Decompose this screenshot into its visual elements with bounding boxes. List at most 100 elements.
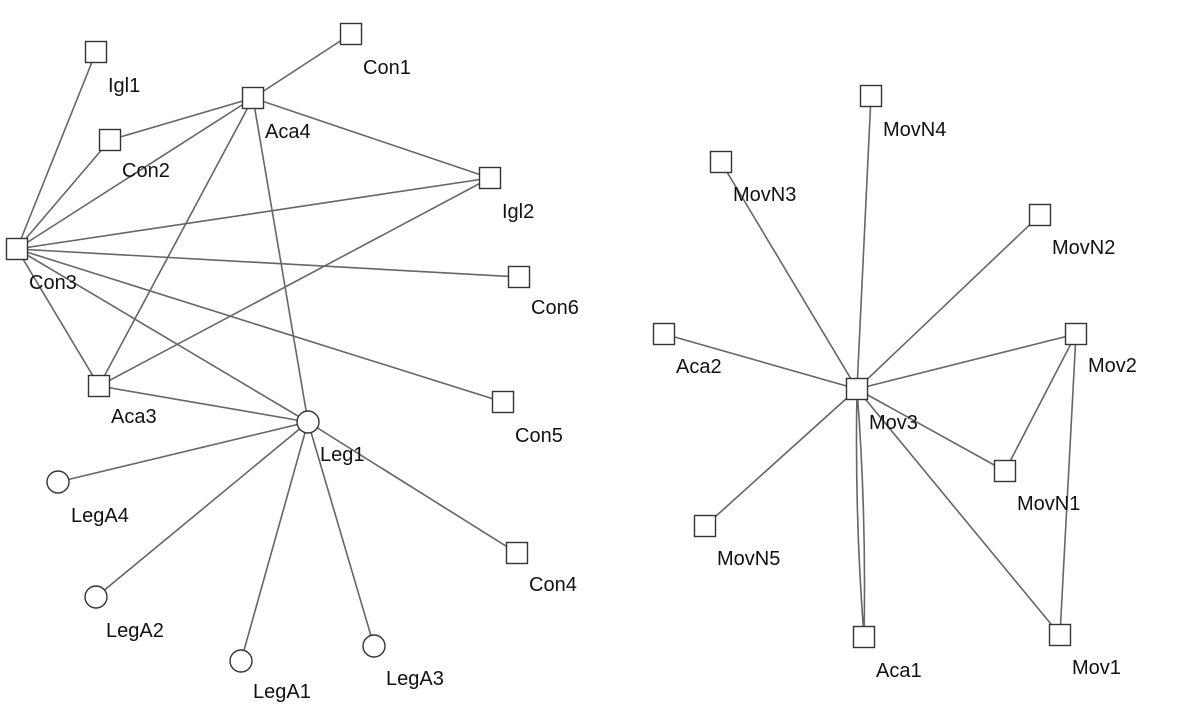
node-movn4[interactable]: MovN4	[859, 84, 947, 142]
node-movn4-square	[859, 84, 883, 108]
node-aca3-label: Aca3	[111, 406, 157, 428]
edge-mov3-aca1	[856, 388, 866, 638]
node-con2-square	[98, 128, 122, 152]
edge-aca4-aca3	[98, 97, 254, 387]
edge-con3-con6	[16, 248, 520, 278]
node-con6-label: Con6	[531, 297, 579, 319]
node-aca1-square	[852, 625, 876, 649]
node-aca3-square	[87, 374, 111, 398]
node-aca2[interactable]: Aca2	[652, 322, 722, 379]
node-aca1-label: Aca1	[876, 660, 922, 682]
node-leg1[interactable]: Leg1	[296, 410, 365, 466]
node-aca2-square	[652, 322, 676, 346]
node-con3[interactable]: Con3	[5, 237, 77, 295]
node-igl1[interactable]: Igl1	[84, 40, 141, 98]
node-con1-square	[339, 22, 363, 46]
node-mov2[interactable]: Mov2	[1064, 322, 1137, 378]
edge-mov2-movn1	[1004, 333, 1077, 472]
edge-con3-con5	[16, 248, 504, 403]
edge-aca4-con3	[16, 97, 254, 250]
node-con3-label: Con3	[29, 272, 77, 294]
edge-mov3-mov1	[856, 388, 1061, 636]
node-igl1-square	[84, 40, 108, 64]
node-leg1-label: Leg1	[320, 444, 365, 466]
edge-igl2-aca3	[98, 177, 491, 387]
edge-igl2-con3	[16, 177, 491, 250]
node-movn5-label: MovN5	[717, 548, 780, 570]
node-mov3[interactable]: Mov3	[845, 377, 918, 435]
node-aca4[interactable]: Aca4	[241, 86, 311, 144]
node-movn1[interactable]: MovN1	[993, 459, 1081, 516]
node-mov1[interactable]: Mov1	[1048, 623, 1121, 680]
edge-aca4-con2	[109, 97, 254, 141]
edge-con2-con3	[16, 139, 111, 250]
node-mov3-label: Mov3	[869, 412, 918, 434]
node-igl2[interactable]: Igl2	[478, 166, 535, 224]
node-movn2-label: MovN2	[1052, 237, 1115, 259]
edge-mov3-aca2	[663, 333, 858, 390]
node-con3-square	[5, 237, 29, 261]
node-lega2-label: LegA2	[106, 620, 164, 642]
node-lega3[interactable]: LegA3	[362, 634, 444, 690]
edge-con3-aca3	[16, 248, 100, 387]
node-con5-label: Con5	[515, 425, 563, 447]
node-aca4-square	[241, 86, 265, 110]
node-layer: Igl1 Con1Aca4Con2Igl2Con3Con6Aca3Con5Leg1…	[5, 22, 1137, 703]
edge-mov3-aca1	[855, 388, 865, 638]
node-lega1[interactable]: LegA1	[229, 649, 311, 703]
edge-aca4-igl2	[252, 97, 491, 179]
node-movn5[interactable]: MovN5	[693, 514, 781, 571]
node-movn3-label: MovN3	[733, 184, 796, 206]
node-leg1-circle	[296, 410, 320, 434]
node-con4[interactable]: Con4	[505, 541, 577, 597]
node-lega3-label: LegA3	[386, 668, 444, 690]
edge-leg1-lega4	[57, 421, 309, 483]
node-mov1-label: Mov1	[1072, 657, 1121, 679]
node-con6-square	[507, 265, 531, 289]
edge-mov2-mov1	[1059, 333, 1077, 636]
node-con5[interactable]: Con5	[491, 390, 563, 448]
edge-layer	[16, 33, 1077, 662]
edge-leg1-con4	[307, 421, 518, 554]
node-igl2-label: Igl2	[502, 201, 534, 223]
edge-aca3-leg1	[98, 385, 309, 423]
node-movn3-square	[709, 150, 733, 174]
node-lega4-label: LegA4	[71, 505, 129, 527]
node-con1[interactable]: Con1	[339, 22, 411, 80]
node-con4-square	[505, 541, 529, 565]
node-con6[interactable]: Con6	[507, 265, 579, 320]
edge-leg1-lega2	[95, 421, 309, 598]
node-movn4-label: MovN4	[883, 119, 946, 141]
edge-mov3-movn3	[720, 161, 858, 390]
node-con2[interactable]: Con2	[98, 128, 170, 183]
node-lega4[interactable]: LegA4	[46, 470, 129, 527]
edge-mov3-movn1	[856, 388, 1006, 472]
node-movn2-square	[1028, 203, 1052, 227]
node-aca4-label: Aca4	[265, 121, 311, 143]
edge-leg1-lega1	[240, 421, 309, 662]
edge-mov3-movn5	[704, 388, 858, 527]
edge-mov3-mov2	[856, 333, 1077, 390]
node-lega2[interactable]: LegA2	[84, 585, 164, 642]
node-lega3-circle	[362, 634, 386, 658]
node-aca3[interactable]: Aca3	[87, 374, 157, 429]
node-movn1-label: MovN1	[1017, 493, 1080, 515]
node-aca1[interactable]: Aca1	[852, 625, 922, 683]
node-mov1-square	[1048, 623, 1072, 647]
node-movn1-square	[993, 459, 1017, 483]
node-igl1-label: Igl1	[108, 75, 140, 97]
edge-con3-leg1	[16, 248, 309, 423]
node-movn3[interactable]: MovN3	[709, 150, 797, 207]
edge-con1-aca4	[252, 33, 352, 99]
node-igl2-square	[478, 166, 502, 190]
node-movn2[interactable]: MovN2	[1028, 203, 1116, 260]
node-mov3-square	[845, 377, 869, 401]
edge-mov3-movn4	[856, 95, 872, 390]
edge-aca4-leg1	[252, 97, 309, 423]
node-con2-label: Con2	[122, 160, 170, 182]
node-con5-square	[491, 390, 515, 414]
node-lega1-label: LegA1	[253, 681, 311, 703]
edge-igl1-con3	[16, 51, 97, 250]
node-con4-label: Con4	[529, 574, 577, 596]
